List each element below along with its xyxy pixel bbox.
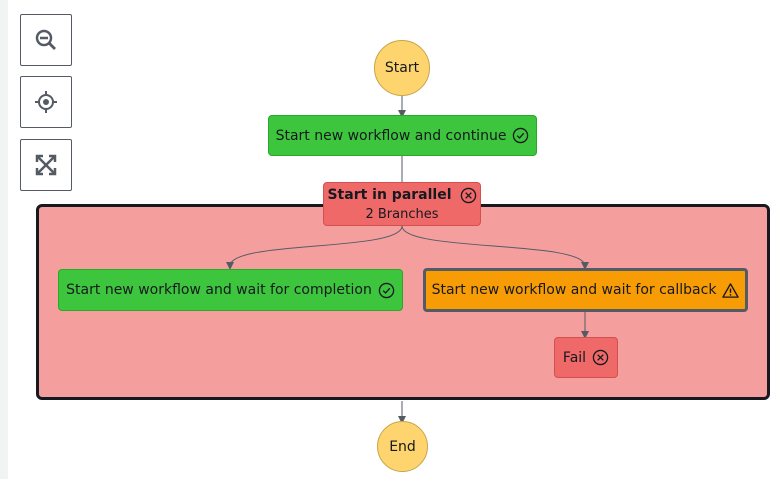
center-button[interactable] [20, 76, 72, 128]
end-label: End [389, 438, 416, 455]
branch-count: 2 Branches [365, 206, 439, 222]
zoom-out-icon [35, 29, 56, 50]
fit-to-screen-icon [35, 154, 57, 176]
x-circle-icon [592, 349, 609, 366]
state-start-workflow-continue[interactable]: Start new workflow and continue [268, 115, 537, 156]
edge-parallel-to-completion [226, 225, 403, 270]
state-fail[interactable]: Fail [554, 337, 618, 378]
state-label: Start new workflow and wait for completi… [66, 282, 372, 298]
state-label: Start new workflow and wait for callback [431, 282, 717, 298]
start-label: Start [384, 60, 420, 76]
zoom-out-button[interactable] [20, 14, 72, 66]
edge-parallel-to-callback [401, 225, 589, 270]
warning-icon [722, 282, 740, 299]
state-start-in-parallel[interactable]: Start in parallel 2 Branches [323, 182, 481, 226]
state-label: Start new workflow and continue [275, 127, 507, 144]
x-circle-icon [460, 187, 477, 204]
check-circle-icon [378, 282, 395, 299]
state-wait-for-completion[interactable]: Start new workflow and wait for completi… [58, 269, 403, 311]
end-node[interactable]: End [377, 421, 428, 472]
check-circle-icon [512, 127, 529, 144]
state-label: Fail [562, 349, 587, 366]
start-node[interactable]: Start [374, 40, 430, 96]
state-label: Start in parallel [327, 187, 452, 203]
state-wait-for-callback[interactable]: Start new workflow and wait for callback [423, 268, 748, 312]
fit-to-screen-button[interactable] [20, 139, 72, 191]
center-icon [35, 91, 57, 113]
sidebar-strip [0, 0, 8, 479]
